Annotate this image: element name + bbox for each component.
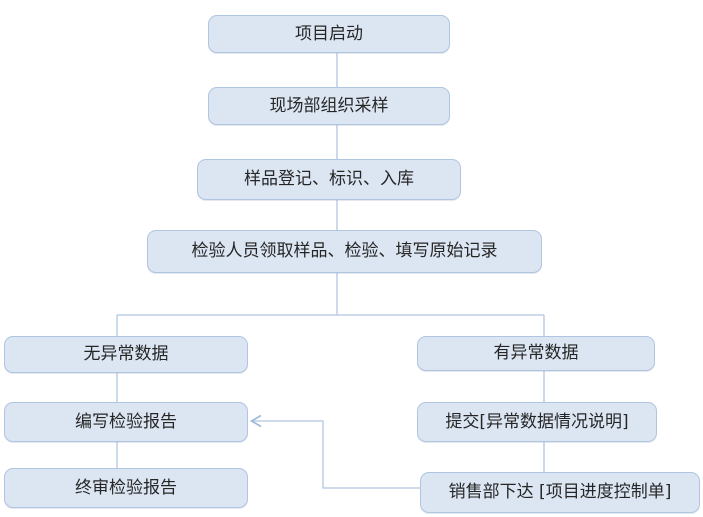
node-label: 项目启动 (295, 23, 363, 44)
node-write-report: 编写检验报告 (4, 402, 248, 442)
node-label: 检验人员领取样品、检验、填写原始记录 (191, 241, 498, 261)
connector-feedback-path (252, 420, 420, 489)
node-label: 提交[异常数据情况说明] (445, 411, 629, 432)
node-label: 现场部组织采样 (269, 95, 389, 116)
node-label: 有异常数据 (493, 343, 579, 363)
node-label: 无异常数据 (83, 344, 169, 364)
node-label: 销售部下达 [项目进度控制单] (448, 482, 672, 502)
node-field-sampling: 现场部组织采样 (208, 87, 450, 125)
node-project-start: 项目启动 (208, 15, 450, 53)
node-abnormal-data: 有异常数据 (417, 336, 655, 371)
node-sales-progress-control: 销售部下达 [项目进度控制单] (420, 472, 700, 513)
node-inspection-records: 检验人员领取样品、检验、填写原始记录 (147, 230, 542, 273)
node-no-abnormal-data: 无异常数据 (4, 336, 248, 373)
node-label: 样品登记、标识、入库 (244, 169, 414, 189)
node-submit-abnormal-note: 提交[异常数据情况说明] (417, 402, 657, 442)
node-final-review-report: 终审检验报告 (4, 468, 248, 508)
feedback-arrowhead-left-icon (249, 414, 262, 428)
node-label: 编写检验报告 (75, 411, 177, 432)
node-label: 终审检验报告 (75, 477, 177, 498)
node-sample-registration: 样品登记、标识、入库 (197, 159, 461, 200)
